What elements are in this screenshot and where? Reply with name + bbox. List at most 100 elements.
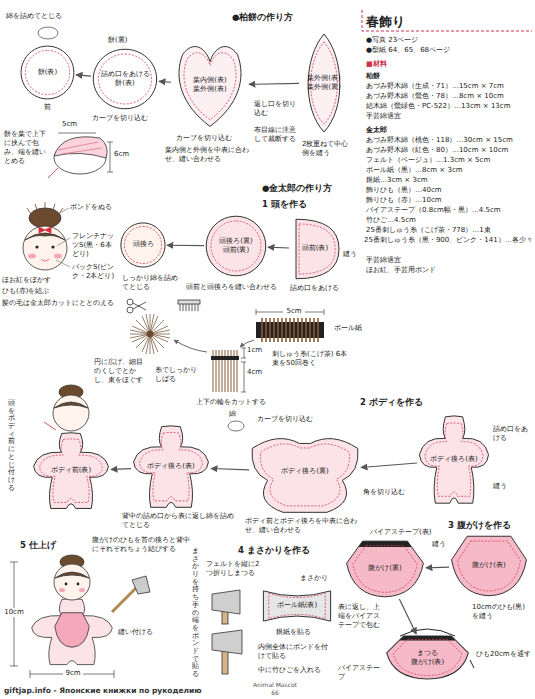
stitch-line [184,53,236,120]
annotation: ボール紙 [334,324,374,333]
material-item: 手芸綿適宜 [366,112,532,121]
step-arrow [240,340,254,347]
step-arrow [268,247,289,249]
material-item: フェルト（ベージュ）…1.3cm × 5cm [366,156,532,165]
finished-doll [79,588,85,592]
annotation: 前 [44,103,58,112]
step-arrow [426,567,449,569]
step-arrow [111,468,131,470]
annotation: 腹がけのひもを首の後ろと背中にそれぞれちょう結びする [92,536,190,554]
annotation: 10cmのひも(黒)を縫う [472,603,532,621]
shape-outline [296,219,339,279]
step-arrow [159,81,171,83]
stitch-line [140,432,203,500]
annotation: 返し口を切り込む [254,100,298,118]
part-shape: ボール紙(表) [262,588,332,624]
annotation: 中に竹ひごを入れる [258,666,328,675]
apron-string [470,660,474,668]
kintaro-face [27,202,63,214]
part-text-group: ボディ後ろ(裏) [281,467,328,476]
material-item: 柏餅 [366,72,532,81]
part-label: ボディ前(表) [51,466,91,475]
material-item: 飾りひも（黒）…40cm [366,186,532,195]
finished-doll [32,599,113,665]
annotation: 5cm [62,120,84,129]
annotation: 綿 [229,410,243,419]
finished-doll [132,576,150,594]
wrapped-mochi [48,137,107,178]
part-text-group: ボール紙(表) [277,601,317,610]
annotation: カーブを切り込む [176,134,252,143]
annotation: 表に返し、上端をバイアステープで包む [338,603,382,630]
finished-doll [32,555,150,665]
annotation: 葉内側と外側を中表に合わせ、縫い合わせる [165,146,251,164]
cotton [228,421,244,431]
kintaro-face [51,245,54,248]
kintaro-face [23,226,67,270]
part-shape: まつる腹がけ(表) [385,635,470,680]
comb [180,304,198,311]
kintaro-face [29,208,61,228]
step-arrow [76,75,91,76]
shape-outline [419,416,488,503]
stitch-line [25,50,69,94]
material-item: あづみ野木綿（生成・71）…15cm × 7cm [366,82,532,91]
material-item: 銀紙…3cm × 3cm [366,176,532,185]
kintaro-face [41,259,49,261]
dimension-line [30,670,114,678]
stitch-line [211,221,261,271]
thread-card [262,318,318,342]
step-heading: 2 ボディを作る [360,397,470,408]
shape-outline [308,34,340,132]
wrapped-mochi [48,168,58,178]
annotation: 綿を詰めてとじる [6,12,86,21]
title-bracket [362,10,532,31]
dimension-line [241,348,246,358]
part-text-group: ボディ前(表) [51,466,91,475]
part-shape: ボディ後ろ(表) [418,415,490,505]
part-label: 詰め口をあける [101,70,150,79]
leader-line [56,208,70,267]
annotation: カーブを切り込む [257,415,327,424]
shape-outline [93,49,156,109]
annotation: バイアステープ [338,664,383,682]
shape-outline [263,591,330,621]
kintaro-head [53,395,89,431]
annotation: 4cm [247,368,267,377]
part-shape: ボディ前(表) [32,432,110,510]
part-shape: 餅(表) [20,45,75,100]
part-label: 腹がけ(表) [472,561,505,570]
finished-doll [55,613,90,648]
part-shape: 葉内側(表)葉外側(表) [172,40,248,130]
dimension-line [107,142,113,172]
annotation: 詰め口をあける [493,425,533,443]
material-item: 手芸綿適宜 [366,256,532,265]
step-arrow [399,599,416,634]
vertical-note: まさかりを持ち手の端をボンドで貼る [192,548,199,679]
annotation: 66 [265,689,285,697]
kintaro-face [39,227,51,233]
kintaro-head [44,385,89,431]
annotation: 6cm [114,150,136,159]
kintaro-face [25,233,65,240]
finished-doll [54,564,90,600]
spread-hair [147,331,153,337]
annotation: ボンドをぬる [70,203,118,212]
cotton [38,27,58,39]
stitch-line [124,226,161,263]
annotation: 10cm [2,608,26,617]
part-text-group: 葉内側(表)葉外側(表) [193,76,226,94]
step-arrow [361,463,417,468]
apron-string [400,629,455,636]
hair-bundle [211,350,239,392]
axe [212,590,240,614]
scissors [127,299,146,313]
scissors [127,307,133,313]
dimension-line [10,562,114,678]
part-label: ボディ後ろ(表) [430,455,477,464]
part-text-group: 腹がけ(表) [472,561,505,570]
dimension-line [58,133,113,172]
annotation: カーブを切り込む [92,114,162,123]
annotation: 餅(裏) [108,36,148,45]
